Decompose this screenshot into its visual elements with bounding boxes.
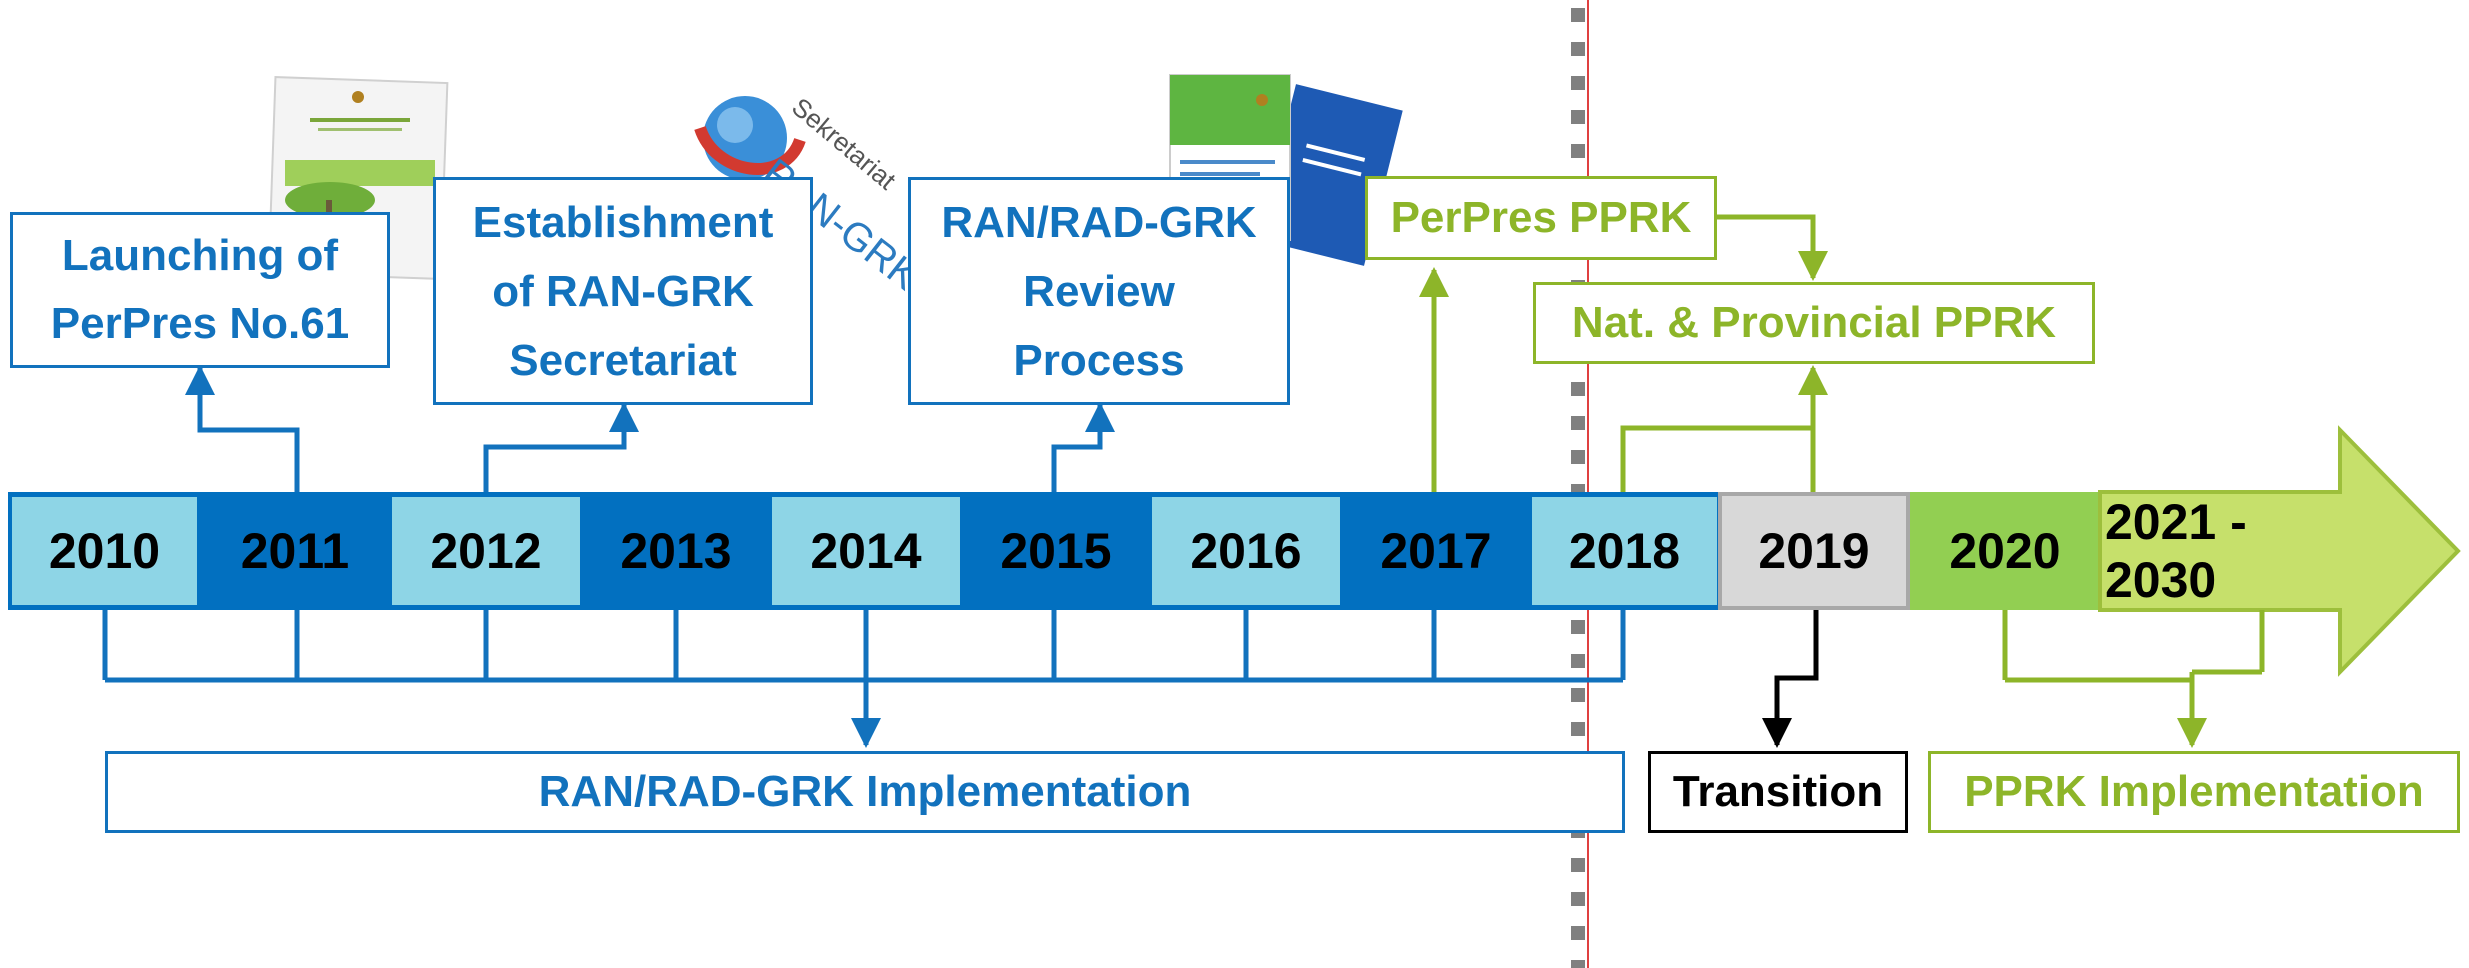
- year-cell-2014: [772, 497, 960, 605]
- transition-label: Transition: [1672, 767, 1884, 816]
- nat-provincial-label: Nat. & Provincial PPRK: [1571, 298, 2057, 347]
- year-cell-2019: [1718, 492, 1910, 610]
- year-label-2021-2030: 2021 - 2030: [2105, 494, 2247, 608]
- year-label-2012: 2012: [430, 523, 542, 579]
- launch-line-2: PerPres No.61: [50, 299, 350, 348]
- year-cell-2012: [392, 497, 580, 605]
- review-line-3: Process: [1013, 335, 1185, 385]
- phase-transition: Transition: [1648, 751, 1908, 833]
- year-label-2019: 2019: [1758, 523, 1870, 579]
- secretariat-line-2: of RAN-GRK: [492, 266, 754, 316]
- connector-2019-transition: [1762, 610, 1819, 748]
- connector-2015-review: [1051, 402, 1115, 492]
- year-label-2013: 2013: [620, 523, 732, 579]
- future-arrow: [2098, 425, 2461, 677]
- pprk-implementation-label: PPRK Implementation: [1964, 767, 2424, 816]
- year-label-2016: 2016: [1190, 523, 1302, 579]
- connector-2012-secretariat: [483, 402, 639, 492]
- year-cell-2010: [12, 497, 197, 605]
- implementation-bracket: [102, 610, 1626, 748]
- year-cell-2016: [1152, 497, 1340, 605]
- pprk-bracket: [2002, 610, 2265, 748]
- implementation-label: RAN/RAD-GRK Implementation: [538, 767, 1192, 816]
- year-label-2017: 2017: [1380, 523, 1492, 579]
- milestone-nat-provincial-pprk: Nat. & Provincial PPRK: [1533, 282, 2095, 364]
- milestone-perpres-pprk: PerPres PPRK: [1365, 176, 1717, 260]
- connector-perpres-nat: [1716, 214, 1828, 281]
- launch-line-1: Launching of: [61, 231, 339, 280]
- year-label-2018: 2018: [1568, 523, 1681, 579]
- year-label-2011: 2011: [240, 523, 350, 579]
- year-label-2014: 2014: [810, 523, 922, 579]
- milestone-launch-perpres-61: Launching of PerPres No.61: [10, 212, 390, 368]
- review-line-2: Review: [1023, 266, 1175, 316]
- phase-ran-rad-grk-implementation: RAN/RAD-GRK Implementation: [105, 751, 1625, 833]
- secretariat-line-1: Establishment: [472, 197, 774, 247]
- connector-2011-launch: [185, 365, 300, 492]
- milestone-secretariat: Establishment of RAN-GRK Secretariat: [433, 177, 813, 405]
- timeline-band: [8, 425, 2461, 677]
- connector-2018-nat: [1620, 425, 1813, 492]
- review-line-1: RAN/RAD-GRK: [941, 197, 1257, 247]
- year-label-2010: 2010: [48, 523, 161, 579]
- perpres-pprk-label: PerPres PPRK: [1390, 193, 1692, 242]
- milestone-review-process: RAN/RAD-GRK Review Process: [908, 177, 1290, 405]
- year-label-2020: 2020: [1949, 523, 2061, 579]
- year-label-2015: 2015: [1000, 523, 1112, 579]
- phase-pprk-implementation: PPRK Implementation: [1928, 751, 2460, 833]
- year-cell-2020: [1910, 492, 2100, 610]
- secretariat-line-3: Secretariat: [509, 335, 737, 385]
- year-cell-2018: [1532, 497, 1717, 605]
